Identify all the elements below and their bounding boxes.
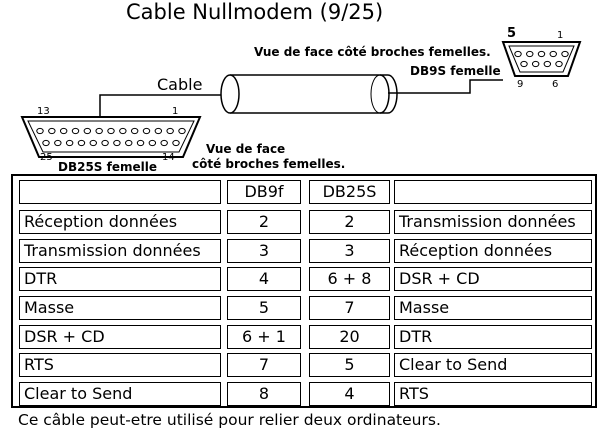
db25-view-label: Vue de face [206,142,286,156]
db25-name-label: DB25S femelle [58,160,157,174]
db25-pin-label: 14 [162,152,175,163]
db9-pin-label: 5 [507,26,517,41]
table-cell: 5 [227,296,301,320]
table-cell: 6 + 1 [227,325,301,349]
table-cell: Réception données [19,210,221,234]
pin-hole [537,50,546,58]
pin-hole [54,139,62,147]
pin-hole [42,139,50,147]
table-cell: Masse [19,296,221,320]
db25-view-label: côté broches femelles. [192,157,346,171]
pin-hole [89,139,97,147]
pin-hole [166,127,174,135]
pin-hole [154,127,163,135]
pin-hole [520,60,528,68]
db25-connector [20,116,202,158]
db25-pin-label: 1 [172,106,179,117]
pin-hole [142,127,151,135]
table-cell: RTS [394,382,592,406]
db25-pin-label: 13 [37,106,50,117]
pin-hole [160,139,168,147]
table-cell: DSR + CD [19,325,221,349]
pin-hole [125,139,133,147]
table-cell: DTR [19,267,221,291]
table-cell: 20 [309,325,390,349]
table-cell: 8 [227,382,301,406]
pin-hole [172,139,180,147]
pin-hole [59,127,68,135]
pin-hole [514,50,522,58]
pin-hole [107,127,115,135]
table-cell: DTR [394,325,592,349]
pin-hole [561,50,569,58]
cable-diagram [20,41,582,158]
pin-hole [549,50,557,58]
db25-pin-label: 25 [40,152,53,163]
table-cell: Transmission données [394,210,592,234]
db9-view-label: Vue de face côté broches femelles. [254,45,491,59]
table-cell: 2 [227,210,301,234]
pin-hole [113,139,121,147]
pin-hole [48,127,56,135]
pin-hole [555,60,563,68]
table-cell: 2 [309,210,390,234]
pin-hole [543,60,552,68]
table-cell: Masse [394,296,592,320]
table-header-cell: DB25S [309,180,390,204]
table-cell: Réception données [394,239,592,263]
table-cell: Clear to Send [394,353,592,377]
pin-hole [65,139,74,147]
pin-hole [36,127,44,135]
pin-hole [77,139,86,147]
table-cell: 6 + 8 [309,267,390,291]
cable-label: Cable [157,75,203,94]
footer-note: Ce câble peut-etre utilisé pour relier d… [18,411,441,429]
table-cell: 7 [227,353,301,377]
table-cell: 5 [309,353,390,377]
table-header-cell [19,180,221,204]
pin-hole [83,127,92,135]
wire-left [99,94,230,117]
pin-hole [130,127,139,135]
table-cell: Clear to Send [19,382,221,406]
pin-hole [71,127,80,135]
db9-pin-label: 1 [557,30,564,41]
table-cell: 7 [309,296,390,320]
pin-hole [178,127,186,135]
page-title: Cable Nullmodem (9/25) [126,0,384,24]
table-cell: Transmission données [19,239,221,263]
cable-cylinder [220,74,398,114]
wire-right [388,79,503,94]
pin-hole [136,139,145,147]
db9-pin-label: 9 [517,79,524,90]
table-cell: RTS [19,353,221,377]
db9-connector [501,41,582,77]
table-cell: DSR + CD [394,267,592,291]
pin-hole [119,127,127,135]
table-header-cell: DB9f [227,180,301,204]
table-cell: 4 [227,267,301,291]
table-cell: 3 [227,239,301,263]
pin-hole [101,139,109,147]
table-header-cell [394,180,592,204]
db9-name-label: DB9S femelle [410,64,501,78]
pin-hole [148,139,157,147]
pin-hole [526,50,534,58]
db9-pin-label: 6 [552,79,559,90]
table-cell: 3 [309,239,390,263]
pin-hole [531,60,540,68]
table-cell: 4 [309,382,390,406]
pin-hole [95,127,103,135]
